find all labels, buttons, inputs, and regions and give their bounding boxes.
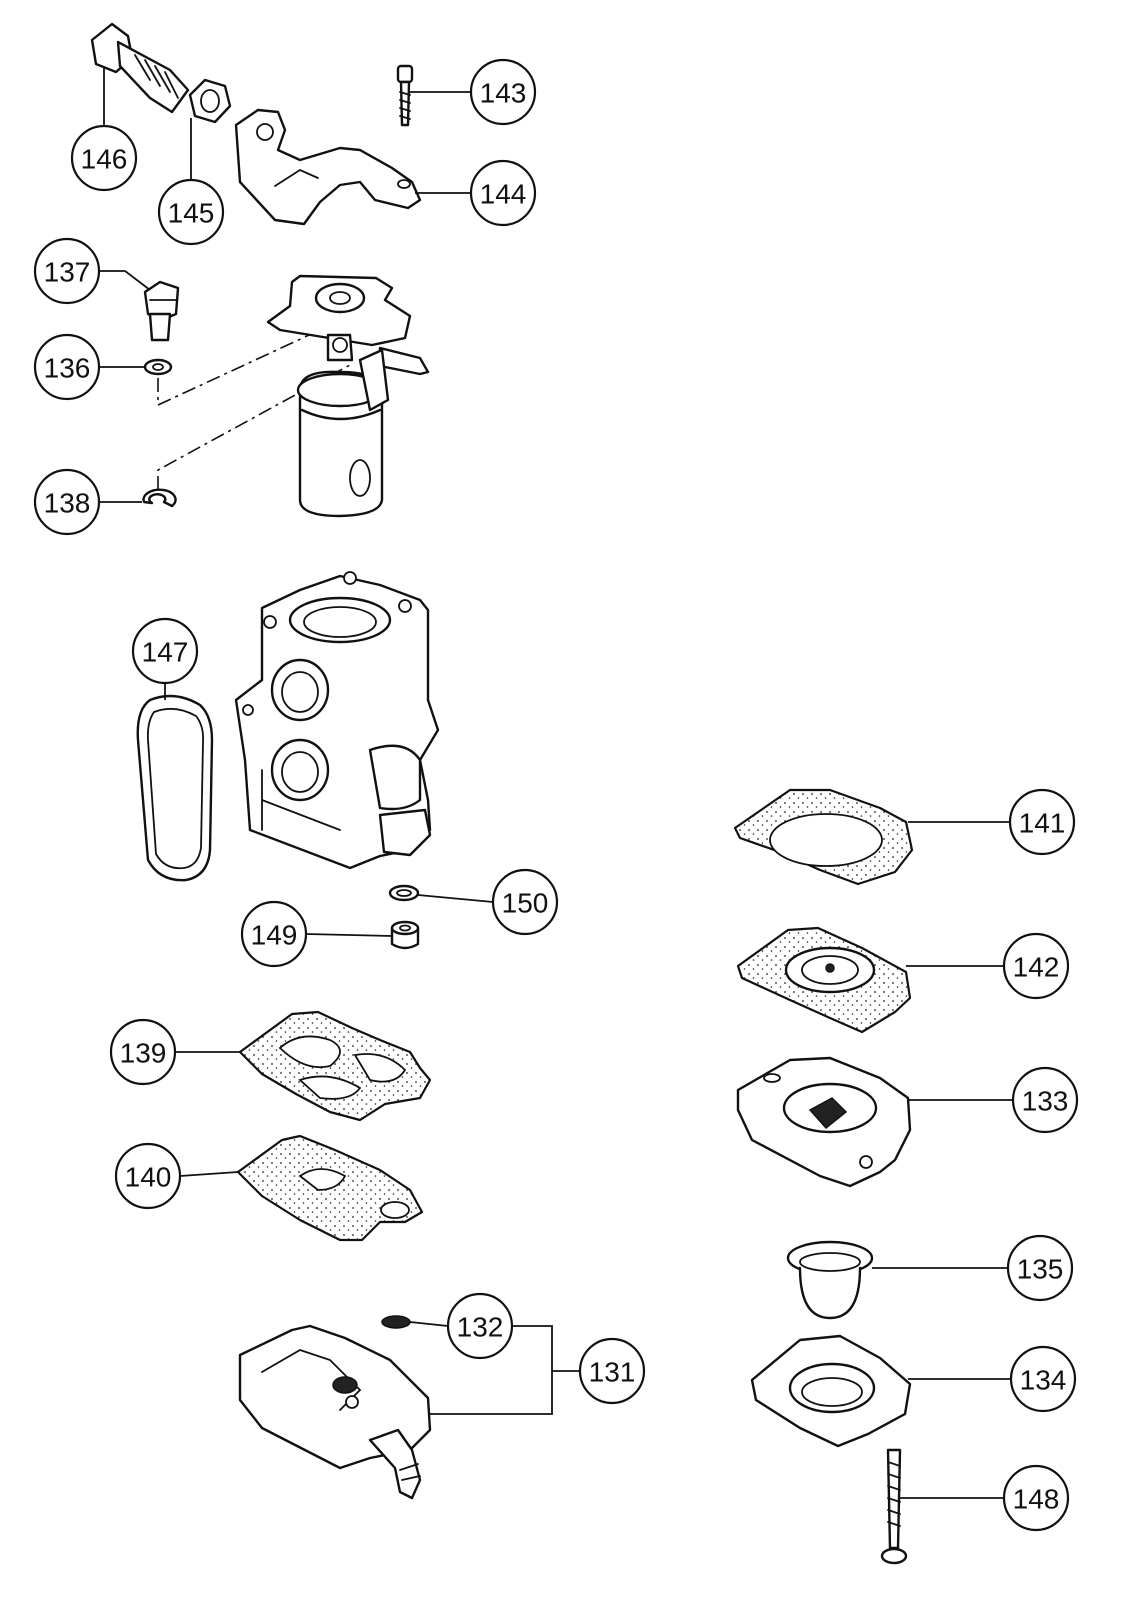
callout-number: 140 <box>125 1162 172 1193</box>
callout-circle <box>1006 1234 1074 1302</box>
part-142-diaphragm <box>736 926 912 1034</box>
callout-148: 148 <box>1002 1464 1070 1532</box>
callout-135: 135 <box>1006 1234 1074 1302</box>
callout-136: 136 <box>33 333 101 401</box>
callout-number: 147 <box>142 637 189 668</box>
part-143-screw <box>396 64 414 127</box>
part-141-gasket <box>733 788 914 886</box>
part-138-clip <box>142 488 177 508</box>
callout-circle <box>491 868 559 936</box>
callout-circle <box>1008 788 1076 856</box>
callout-144: 144 <box>469 159 537 227</box>
part-149-cap <box>390 920 420 950</box>
callout-circle <box>33 237 101 305</box>
callout-number: 145 <box>168 198 215 229</box>
callout-number: 134 <box>1020 1365 1067 1396</box>
callout-circle <box>33 468 101 536</box>
assembly-lines <box>157 329 351 490</box>
part-139-gasket <box>238 1010 432 1122</box>
callout-number: 146 <box>81 144 128 175</box>
part-147-oring <box>136 694 214 882</box>
callout-circle <box>578 1337 646 1405</box>
part-132-screen <box>381 1315 411 1329</box>
callout-137: 137 <box>33 237 101 305</box>
callout-circle <box>469 58 537 126</box>
callout-149: 149 <box>240 900 308 968</box>
callout-circle <box>1002 932 1070 1000</box>
callout-number: 149 <box>251 920 298 951</box>
callout-labels: 146 145 143 144 137 136 138 147 150 149 139 140 132 1… <box>33 58 1079 1532</box>
callout-circle <box>1009 1345 1077 1413</box>
part-144-bracket <box>234 108 422 226</box>
callout-145: 145 <box>157 178 225 246</box>
callout-number: 148 <box>1013 1484 1060 1515</box>
callout-132: 132 <box>446 1292 514 1360</box>
leader-lines <box>99 68 1013 1499</box>
callout-143: 143 <box>469 58 537 126</box>
callout-146: 146 <box>70 124 138 192</box>
callout-circle <box>1002 1464 1070 1532</box>
callout-number: 133 <box>1022 1086 1069 1117</box>
part-140-gasket <box>236 1134 424 1242</box>
callout-number: 143 <box>480 78 527 109</box>
part-146-fitting <box>90 22 190 114</box>
callout-number: 136 <box>44 353 91 384</box>
callout-circle <box>109 1018 177 1086</box>
callout-number: 150 <box>502 888 549 919</box>
callout-circle <box>469 159 537 227</box>
part-136-washer <box>143 358 173 376</box>
callout-131: 131 <box>578 1337 646 1405</box>
callout-circle <box>33 333 101 401</box>
part-133-pump-body <box>736 1056 912 1188</box>
part-150-ring <box>388 884 420 902</box>
callout-number: 139 <box>120 1038 167 1069</box>
callout-circle <box>114 1142 182 1210</box>
callout-147: 147 <box>131 617 199 685</box>
part-145-nut <box>188 78 232 124</box>
callout-134: 134 <box>1009 1345 1077 1413</box>
callout-number: 144 <box>480 179 527 210</box>
callout-139: 139 <box>109 1018 177 1086</box>
part-135-primer-bulb <box>786 1240 874 1320</box>
callout-number: 137 <box>44 257 91 288</box>
callout-circle <box>446 1292 514 1360</box>
throttle-body-upper <box>266 274 430 518</box>
callout-150: 150 <box>491 868 559 936</box>
callout-circle <box>1011 1066 1079 1134</box>
callout-number: 142 <box>1013 952 1060 983</box>
part-148-screw <box>880 1448 908 1565</box>
callout-circle <box>131 617 199 685</box>
callout-circle <box>240 900 308 968</box>
callout-140: 140 <box>114 1142 182 1210</box>
callout-number: 138 <box>44 488 91 519</box>
callout-number: 135 <box>1017 1254 1064 1285</box>
callout-number: 141 <box>1019 808 1066 839</box>
callout-141: 141 <box>1008 788 1076 856</box>
callout-142: 142 <box>1002 932 1070 1000</box>
callout-number: 132 <box>457 1312 504 1343</box>
part-134-cover <box>750 1334 912 1448</box>
callout-number: 131 <box>589 1357 636 1388</box>
callout-circle <box>157 178 225 246</box>
carburetor-main-body <box>234 571 440 870</box>
part-131-metering-body <box>238 1324 432 1500</box>
callout-circle <box>70 124 138 192</box>
callout-133: 133 <box>1011 1066 1079 1134</box>
callout-138: 138 <box>33 468 101 536</box>
part-137-plug <box>143 280 180 342</box>
